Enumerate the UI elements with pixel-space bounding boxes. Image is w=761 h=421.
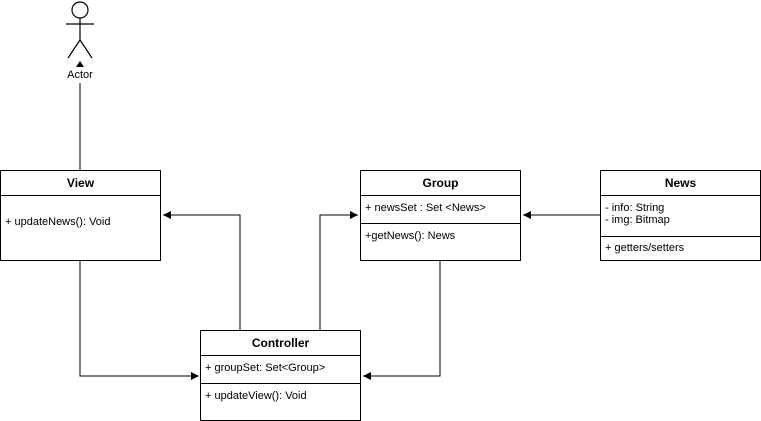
view-operation: + updateNews(): Void bbox=[5, 216, 111, 228]
class-news-attributes: - info: String - img: Bitmap bbox=[601, 196, 760, 237]
class-view[interactable]: View + updateNews(): Void bbox=[0, 170, 161, 261]
group-attribute: + newsSet : Set <News> bbox=[365, 202, 486, 214]
news-attribute: - info: String bbox=[605, 202, 665, 214]
news-attribute: - img: Bitmap bbox=[605, 214, 670, 226]
class-group-operations: +getNews(): News bbox=[361, 224, 520, 248]
controller-operation: + updateView(): Void bbox=[205, 390, 307, 402]
class-group-attributes: + newsSet : Set <News> bbox=[361, 196, 520, 224]
class-controller-operations: + updateView(): Void bbox=[201, 384, 360, 408]
actor-head bbox=[71, 1, 89, 19]
controller-to-view-connector bbox=[163, 211, 241, 330]
class-news[interactable]: News - info: String - img: Bitmap + gett… bbox=[600, 170, 761, 261]
actor-label: Actor bbox=[67, 69, 93, 81]
view-to-controller-connector bbox=[79, 260, 199, 380]
controller-attribute: + groupSet: Set<Group> bbox=[205, 362, 326, 374]
class-controller-name: Controller bbox=[201, 331, 360, 356]
class-group[interactable]: Group + newsSet : Set <News> +getNews():… bbox=[360, 170, 521, 261]
actor-figure bbox=[66, 1, 94, 59]
news-operation: + getters/setters bbox=[605, 242, 685, 254]
group-operation: +getNews(): News bbox=[365, 230, 456, 242]
class-news-name: News bbox=[601, 171, 760, 196]
controller-to-group-connector bbox=[319, 211, 358, 330]
actor-arrowhead bbox=[76, 61, 84, 67]
class-group-name: Group bbox=[361, 171, 520, 196]
class-controller[interactable]: Controller + groupSet: Set<Group> + upda… bbox=[200, 330, 361, 421]
actor-left-leg bbox=[67, 39, 81, 59]
class-controller-attributes: + groupSet: Set<Group> bbox=[201, 356, 360, 384]
class-view-operations: + updateNews(): Void bbox=[1, 196, 160, 234]
class-view-name: View bbox=[1, 171, 160, 196]
actor-right-leg bbox=[79, 39, 93, 59]
group-to-controller-connector bbox=[363, 260, 441, 380]
class-news-operations: + getters/setters bbox=[601, 237, 760, 260]
